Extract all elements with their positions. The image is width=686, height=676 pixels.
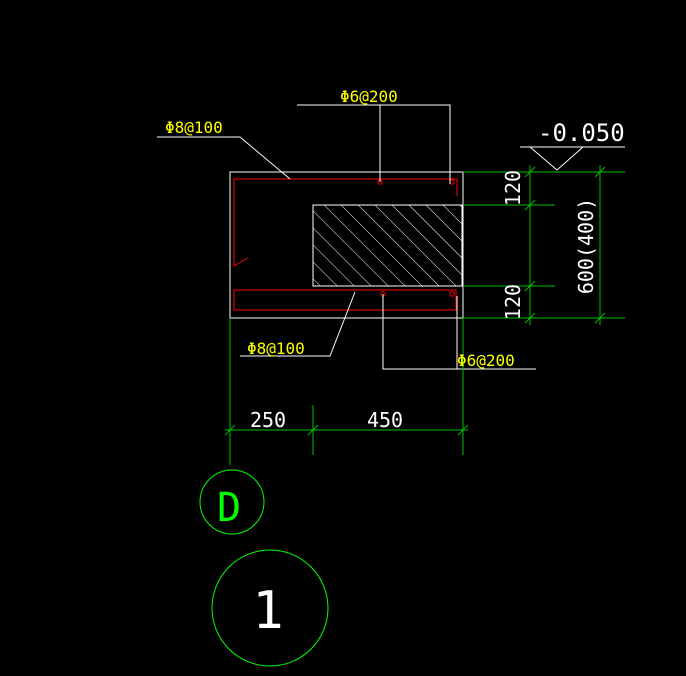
hatched-void	[312, 204, 463, 287]
leader-lines	[157, 104, 625, 370]
leader-bottom-stirrup	[382, 294, 536, 370]
grid-axis-label: D	[217, 485, 241, 531]
section-number-label: 1	[252, 581, 283, 641]
dim-left-width: 250	[250, 408, 286, 432]
dim-bottom-cover: 120	[501, 284, 525, 320]
top-main-rebar	[233, 178, 458, 266]
label-bottom-main-bar: Φ8@100	[247, 339, 305, 358]
elevation-triangle	[529, 146, 584, 171]
dim-height: 600(400)	[574, 198, 598, 294]
dimension-lines	[224, 165, 625, 465]
leader-bottom-main	[240, 291, 356, 357]
leader-top-main	[157, 136, 291, 180]
section-number-circle	[211, 549, 329, 667]
section-outline	[229, 171, 464, 319]
label-top-stirrup: Φ6@200	[340, 87, 398, 106]
dim-top-cover: 120	[501, 170, 525, 206]
bottom-bar-dot-corner	[449, 291, 455, 297]
top-hook	[233, 257, 249, 267]
label-top-main-bar: Φ8@100	[165, 118, 223, 137]
dim-right-width: 450	[367, 408, 403, 432]
slab-outline	[229, 171, 464, 319]
grid-axis-circle	[199, 469, 265, 535]
bottom-rebar	[233, 289, 457, 311]
leader-top-stirrup	[297, 104, 451, 184]
label-bottom-stirrup: Φ6@200	[457, 351, 515, 370]
grid-markers	[199, 469, 329, 667]
elevation-value: -0.050	[538, 119, 625, 147]
